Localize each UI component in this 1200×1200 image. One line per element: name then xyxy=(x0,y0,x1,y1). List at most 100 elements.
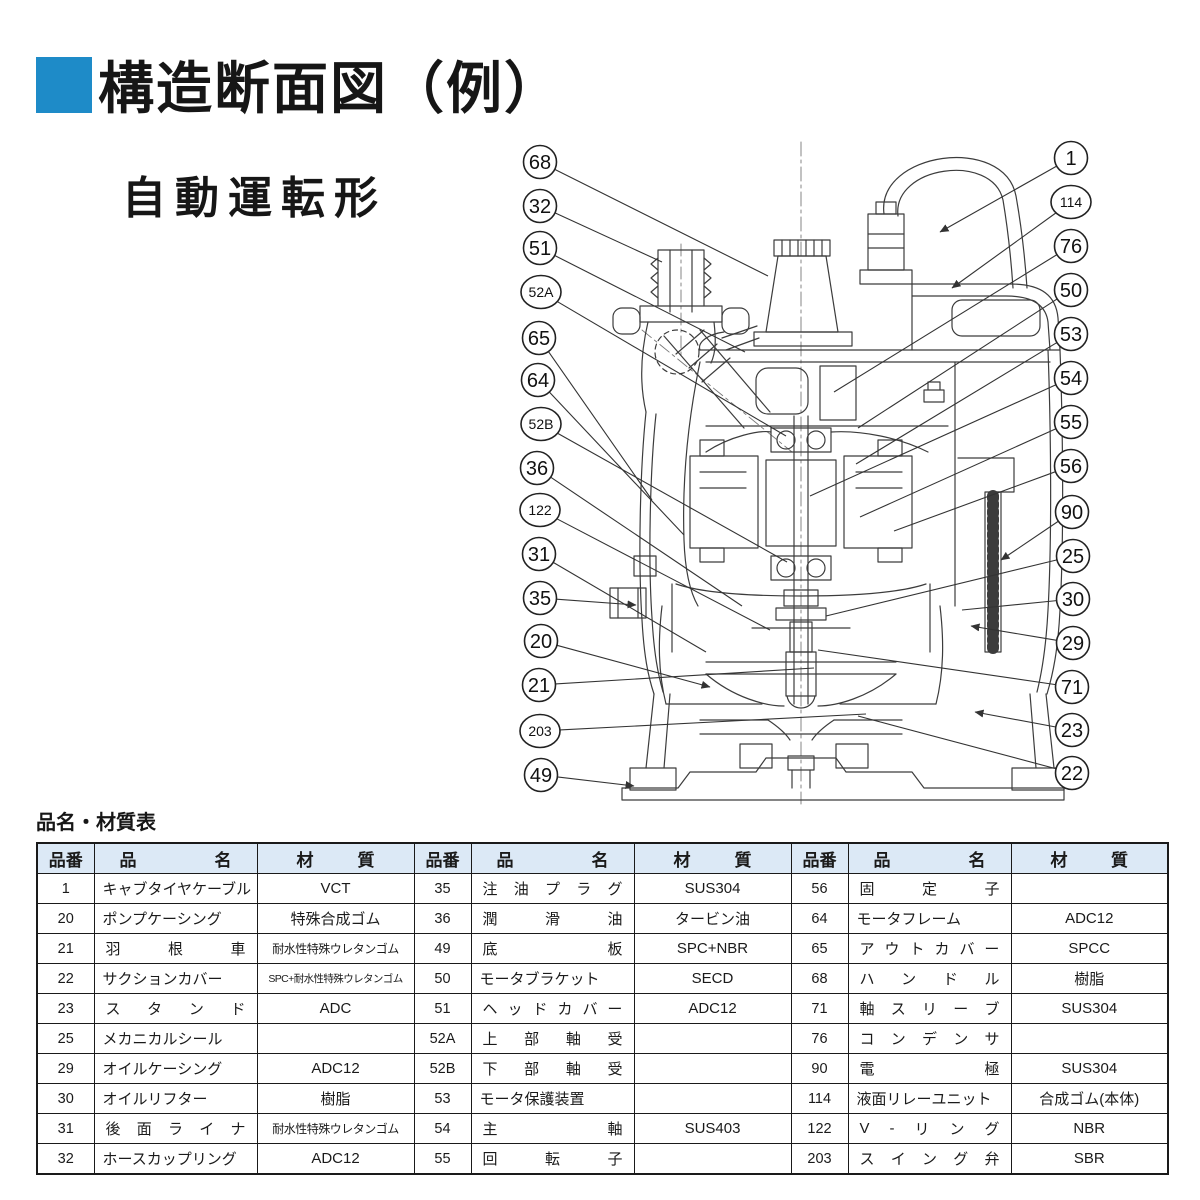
callout-line xyxy=(855,342,1058,465)
header-part-name: 品名 xyxy=(93,842,258,874)
part-name-cell: 主軸 xyxy=(470,1113,635,1144)
part-material-cell: SBR xyxy=(1010,1143,1169,1175)
callout-31: 31 xyxy=(521,536,707,653)
part-material-cell: SUS403 xyxy=(633,1113,792,1144)
part-number-cell: 49 xyxy=(413,933,472,964)
callout-circle xyxy=(519,492,561,528)
part-material-cell: ADC12 xyxy=(633,993,792,1024)
part-name-cell: メカニカルシール xyxy=(93,1023,258,1054)
callout-number: 114 xyxy=(1060,194,1083,210)
part-material-cell: ADC12 xyxy=(256,1143,415,1175)
callout-number: 52A xyxy=(529,284,555,300)
callout-number: 22 xyxy=(1061,763,1083,785)
callout-line xyxy=(552,561,707,653)
part-material-cell xyxy=(633,1053,792,1084)
part-name-cell: V-リング xyxy=(847,1113,1012,1144)
callout-circle xyxy=(520,274,562,310)
part-number-cell: 90 xyxy=(790,1053,849,1084)
callout-number: 30 xyxy=(1062,589,1084,611)
callout-number: 36 xyxy=(526,458,548,480)
header-material: 材質 xyxy=(1010,842,1169,874)
part-material-cell: 耐水性特殊ウレタンゴム xyxy=(256,1113,415,1144)
header-part-number: 品番 xyxy=(36,842,95,874)
part-number-cell: 65 xyxy=(790,933,849,964)
part-number-cell: 30 xyxy=(36,1083,95,1114)
callout-number: 1 xyxy=(1065,148,1076,170)
part-material-cell xyxy=(1010,1023,1169,1054)
part-material-cell: ADC xyxy=(256,993,415,1024)
callout-21: 21 xyxy=(521,667,815,703)
part-material-cell xyxy=(633,1023,792,1054)
callout-51: 51 xyxy=(522,230,746,353)
part-name-cell: 上部軸受 xyxy=(470,1023,635,1054)
callout-36: 36 xyxy=(519,450,743,607)
callout-32: 32 xyxy=(522,188,663,263)
part-material-cell xyxy=(633,1143,792,1175)
callout-number: 50 xyxy=(1060,280,1082,302)
callout-55: 55 xyxy=(859,404,1089,518)
callout-circle xyxy=(1053,448,1089,484)
callout-22: 22 xyxy=(857,715,1090,791)
callout-circle xyxy=(1053,140,1089,176)
callout-line xyxy=(961,600,1057,611)
callout-114: 114 xyxy=(951,184,1092,289)
callout-circle xyxy=(1053,360,1089,396)
callout-circle xyxy=(523,757,559,793)
callout-23: 23 xyxy=(974,709,1090,748)
callout-number: 203 xyxy=(528,723,552,739)
part-number-cell: 36 xyxy=(413,903,472,934)
callout-line xyxy=(554,254,746,353)
part-number-cell: 203 xyxy=(790,1143,849,1175)
part-material-cell: SECD xyxy=(633,963,792,994)
callout-line xyxy=(817,649,1056,686)
callout-line xyxy=(559,713,867,731)
callout-number: 68 xyxy=(529,152,551,174)
callout-circle xyxy=(522,230,558,266)
part-name-cell: 軸スリーブ xyxy=(847,993,1012,1024)
callout-20: 20 xyxy=(523,623,711,689)
part-name-cell: アウトカバー xyxy=(847,933,1012,964)
part-name-cell: 後面ライナ xyxy=(93,1113,258,1144)
part-number-cell: 51 xyxy=(413,993,472,1024)
part-name-cell: スイング弁 xyxy=(847,1143,1012,1175)
callout-circle xyxy=(1055,581,1091,617)
header-part-name: 品名 xyxy=(470,842,635,874)
callout-52B: 52B xyxy=(520,406,788,563)
diagram-subtitle: 自動運転形 xyxy=(122,174,387,223)
callout-circle xyxy=(1053,316,1089,352)
part-number-cell: 21 xyxy=(36,933,95,964)
callout-circle xyxy=(1054,669,1090,705)
part-material-cell: 耐水性特殊ウレタンゴム xyxy=(256,933,415,964)
callout-number: 20 xyxy=(530,631,552,653)
header-part-number: 品番 xyxy=(790,842,849,874)
callout-circle xyxy=(1055,625,1091,661)
callout-number: 52B xyxy=(529,416,554,432)
callout-56: 56 xyxy=(893,448,1089,532)
part-material-cell: タービン油 xyxy=(633,903,792,934)
callout-90: 90 xyxy=(1000,494,1090,561)
part-name-cell: ヘッドカバー xyxy=(470,993,635,1024)
part-number-cell: 25 xyxy=(36,1023,95,1054)
callout-circle xyxy=(521,320,557,356)
callout-line xyxy=(951,212,1057,289)
part-number-cell: 22 xyxy=(36,963,95,994)
callout-circle xyxy=(1050,184,1092,220)
callout-76: 76 xyxy=(833,228,1089,393)
part-name-cell: 注油プラグ xyxy=(470,873,635,904)
callout-number: 23 xyxy=(1061,720,1083,742)
part-number-cell: 52B xyxy=(413,1053,472,1084)
callout-68: 68 xyxy=(522,144,769,277)
callout-circle xyxy=(522,188,558,224)
callout-circle xyxy=(1055,538,1091,574)
callout-circle xyxy=(522,144,558,180)
part-material-cell: SUS304 xyxy=(1010,1053,1169,1084)
part-number-cell: 52A xyxy=(413,1023,472,1054)
callout-line xyxy=(974,709,1056,728)
part-name-cell: ホースカップリング xyxy=(93,1143,258,1175)
callout-29: 29 xyxy=(970,623,1091,661)
